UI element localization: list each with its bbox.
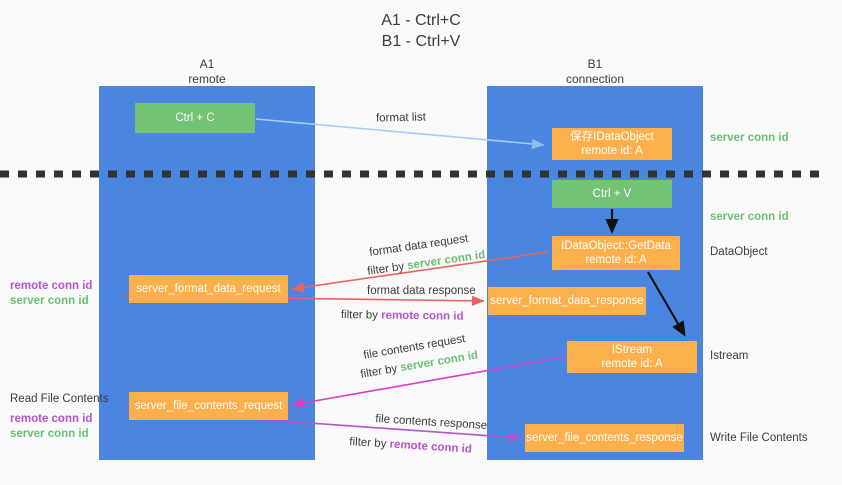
label-remote-conn-id-1: remote conn id bbox=[10, 280, 93, 292]
box-server-file-contents-request[interactable]: server_file_contents_request bbox=[129, 392, 288, 420]
label-write-file-contents: Write File Contents bbox=[710, 432, 808, 444]
caption-format-data-response-filter: filter by remote conn id bbox=[341, 305, 464, 325]
column-b1-sub: connection bbox=[565, 72, 625, 86]
box-ctrl-c[interactable]: Ctrl + C bbox=[135, 103, 255, 133]
label-group-conn-ids-2: remote conn id server conn id bbox=[10, 412, 92, 442]
label-server-conn-id-2: server conn id bbox=[10, 428, 89, 440]
label-group-conn-ids-1: remote conn id server conn id bbox=[10, 279, 92, 309]
box-idataobject-line1: 保存IDataObject bbox=[570, 131, 654, 143]
caption-file-contents-response-filter: filter by remote conn id bbox=[349, 432, 473, 458]
box-istream[interactable]: IStream remote id: A bbox=[567, 341, 697, 373]
box-istream-line1: IStream bbox=[611, 344, 653, 356]
box-server-format-data-response-label: server_format_data_response bbox=[490, 295, 644, 307]
page-title: A1 - Ctrl+C B1 - Ctrl+V bbox=[0, 10, 842, 52]
caption-file-contents-response-text: file contents response bbox=[374, 412, 488, 432]
box-server-file-contents-response-label: server_file_contents_response bbox=[526, 432, 683, 444]
caption-file-contents-response: file contents response bbox=[375, 409, 488, 434]
column-a1-name: A1 bbox=[199, 57, 215, 71]
box-server-file-contents-request-label: server_file_contents_request bbox=[134, 400, 283, 412]
label-dataobject: DataObject bbox=[710, 246, 768, 258]
filter-key-remote-conn-id-2: remote conn id bbox=[389, 438, 473, 456]
column-b1-name: B1 bbox=[587, 57, 603, 71]
box-server-format-data-request[interactable]: server_format_data_request bbox=[129, 275, 288, 303]
box-ctrl-v-label: Ctrl + V bbox=[592, 188, 632, 200]
label-server-conn-id-mid: server conn id bbox=[710, 211, 789, 223]
title-line-1: A1 - Ctrl+C bbox=[381, 12, 461, 29]
column-header-a1: A1 remote bbox=[99, 57, 315, 87]
box-server-format-data-response[interactable]: server_format_data_response bbox=[488, 287, 646, 315]
label-istream: Istream bbox=[710, 350, 749, 362]
title-line-2: B1 - Ctrl+V bbox=[381, 33, 461, 50]
label-group-read-file-contents: Read File Contents bbox=[10, 392, 108, 407]
label-remote-conn-id-2: remote conn id bbox=[10, 413, 93, 425]
filter-prefix-4: filter by bbox=[348, 435, 390, 451]
box-istream-line2: remote id: A bbox=[601, 358, 663, 370]
box-getdata-line2: remote id: A bbox=[585, 254, 647, 266]
column-a1-sub: remote bbox=[188, 72, 226, 86]
box-idataobject[interactable]: 保存IDataObject remote id: A bbox=[552, 128, 672, 160]
filter-prefix-3: filter by bbox=[359, 362, 402, 381]
box-server-format-data-request-label: server_format_data_request bbox=[136, 283, 281, 295]
box-ctrl-c-label: Ctrl + C bbox=[175, 112, 215, 124]
filter-key-remote-conn-id-1: remote conn id bbox=[381, 309, 464, 323]
box-getdata[interactable]: IDataObject::GetData remote id: A bbox=[552, 236, 680, 270]
caption-format-list: format list bbox=[375, 111, 426, 125]
box-getdata-line1: IDataObject::GetData bbox=[561, 240, 671, 252]
column-header-b1: B1 connection bbox=[487, 57, 703, 87]
box-ctrl-v[interactable]: Ctrl + V bbox=[552, 180, 672, 208]
box-idataobject-line2: remote id: A bbox=[581, 145, 643, 157]
filter-prefix-2: filter by bbox=[340, 308, 382, 322]
box-server-file-contents-response[interactable]: server_file_contents_response bbox=[525, 424, 684, 452]
filter-prefix-1: filter by bbox=[366, 260, 409, 278]
label-server-conn-id-top: server conn id bbox=[710, 132, 789, 144]
label-server-conn-id-1: server conn id bbox=[10, 295, 89, 307]
label-read-file-contents: Read File Contents bbox=[10, 393, 109, 405]
caption-format-data-response: format data response bbox=[367, 285, 476, 297]
